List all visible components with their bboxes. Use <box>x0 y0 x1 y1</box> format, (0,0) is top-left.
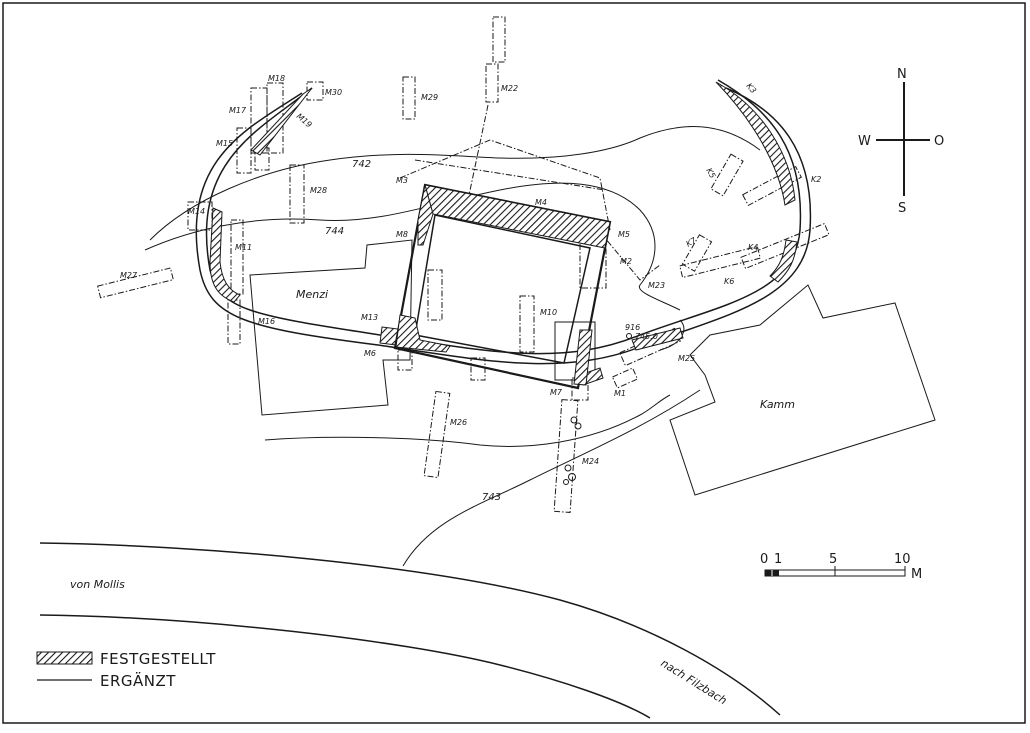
contour-label-743: 743 <box>482 492 501 503</box>
compass-o: O <box>934 134 944 149</box>
building-kamm <box>669 284 936 496</box>
contour-label-744: 744 <box>325 226 344 237</box>
label-k6: K6 <box>724 277 734 286</box>
enclosure-wall <box>195 79 812 386</box>
north-arrow: N S W O <box>858 67 944 216</box>
trenches <box>97 16 830 513</box>
scale-bar: 0 1 5 10 M <box>760 552 922 582</box>
label-nach-filzbach: nach Filzbach <box>658 657 729 708</box>
scale-tick-10: 10 <box>894 552 911 567</box>
building-menzi <box>249 239 413 416</box>
compass-s: S <box>898 201 906 216</box>
legend: FESTGESTELLT ERGÄNZT <box>36 650 216 690</box>
label-m19: M19 <box>295 112 314 130</box>
label-m11: M11 <box>235 243 252 252</box>
survey-point: 916 745.0 <box>625 323 658 341</box>
label-k5: K5 <box>704 167 717 180</box>
label-m10: M10 <box>540 308 557 317</box>
label-m7: M7 <box>550 388 563 397</box>
label-k2: K2 <box>811 175 821 184</box>
survey-point-elevation: 745.0 <box>635 332 658 341</box>
roads <box>39 542 781 719</box>
label-m17: M17 <box>229 106 247 115</box>
contour-label-742: 742 <box>352 159 371 170</box>
legend-hatch-swatch <box>36 651 93 665</box>
finds-marks <box>563 416 582 485</box>
contour-lines <box>144 126 761 567</box>
label-m27: M27 <box>120 271 138 280</box>
label-menzi: Menzi <box>296 288 328 301</box>
label-m25: M25 <box>678 354 695 363</box>
legend-added: ERGÄNZT <box>100 671 176 690</box>
label-m3: M3 <box>396 176 408 185</box>
compass-n: N <box>897 67 907 82</box>
label-m16: M16 <box>258 317 275 326</box>
label-von-mollis: von Mollis <box>70 578 125 591</box>
label-k7: K7 <box>685 235 699 248</box>
label-m4: M4 <box>535 198 547 207</box>
label-m18: M18 <box>268 74 285 83</box>
label-m26: M26 <box>450 418 467 427</box>
map-border <box>2 2 1026 724</box>
scale-unit: M <box>911 567 922 582</box>
scale-tick-5: 5 <box>829 552 837 567</box>
label-m23: M23 <box>648 281 665 290</box>
contour-labels: 742 744 743 <box>325 159 501 503</box>
label-m6: M6 <box>364 349 376 358</box>
label-m28: M28 <box>310 186 327 195</box>
fort-square <box>393 183 612 390</box>
label-m1: M1 <box>614 389 626 398</box>
label-m22: M22 <box>501 84 518 93</box>
trench-labels: M18 M30 M17 M19 M29 M22 M15 M28 M3 M4 M1… <box>120 74 821 466</box>
compass-w: W <box>858 134 871 149</box>
scale-tick-1: 1 <box>774 552 782 567</box>
label-m29: M29 <box>421 93 438 102</box>
label-m5: M5 <box>618 230 630 239</box>
label-k3: K3 <box>744 82 758 96</box>
label-kamm: Kamm <box>760 398 795 411</box>
label-m30: M30 <box>325 88 342 97</box>
legend-found: FESTGESTELLT <box>100 650 216 668</box>
label-m14: M14 <box>188 207 205 216</box>
scale-tick-0: 0 <box>760 552 768 567</box>
label-m13: M13 <box>361 313 378 322</box>
label-m24: M24 <box>582 457 599 466</box>
label-m8: M8 <box>396 230 408 239</box>
buildings <box>249 239 936 496</box>
label-m15: M15 <box>216 139 233 148</box>
label-m2: M2 <box>620 257 632 266</box>
survey-point-id: 916 <box>625 323 640 332</box>
label-k4: K4 <box>748 243 758 252</box>
